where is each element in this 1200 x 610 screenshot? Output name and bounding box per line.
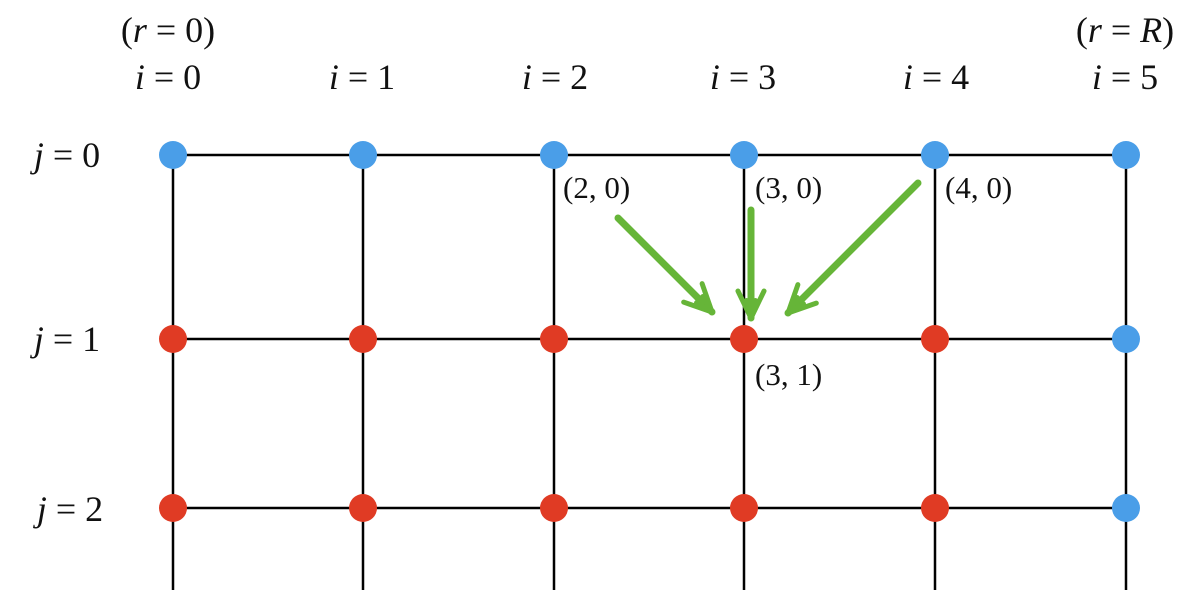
node-interior-0-2 <box>159 494 187 522</box>
row-label-j1: j = 1 <box>30 319 100 359</box>
node-boundary-1-0 <box>349 141 377 169</box>
point-label-3-0: (3, 0) <box>755 170 822 205</box>
column-label-i0: i = 0 <box>135 57 201 97</box>
point-label-2-0: (2, 0) <box>563 170 630 205</box>
node-boundary-4-0 <box>921 141 949 169</box>
point-label-3-1: (3, 1) <box>755 357 822 392</box>
grid-nodes <box>159 141 1140 522</box>
column-label-i2: i = 2 <box>522 57 588 97</box>
node-interior-2-1 <box>540 325 568 353</box>
node-interior-2-2 <box>540 494 568 522</box>
node-boundary-5-1 <box>1112 325 1140 353</box>
node-interior-3-2 <box>730 494 758 522</box>
stencil-arrow-4-0-to-3-1 <box>784 179 922 317</box>
boundary-label-left: (r = 0) <box>121 10 215 50</box>
column-label-i3: i = 3 <box>710 57 776 97</box>
grid-lines <box>171 153 1128 590</box>
node-boundary-5-2 <box>1112 494 1140 522</box>
point-label-4-0: (4, 0) <box>945 170 1012 205</box>
node-boundary-3-0 <box>730 141 758 169</box>
row-label-j0: j = 0 <box>30 135 100 175</box>
node-interior-4-2 <box>921 494 949 522</box>
column-label-i5: i = 5 <box>1092 57 1158 97</box>
column-label-i1: i = 1 <box>329 57 395 97</box>
column-label-i4: i = 4 <box>903 57 969 97</box>
node-interior-4-1 <box>921 325 949 353</box>
stencil-arrow-3-0-to-3-1 <box>735 206 767 322</box>
node-boundary-0-0 <box>159 141 187 169</box>
row-label-j2: j = 2 <box>33 489 103 529</box>
node-boundary-2-0 <box>540 141 568 169</box>
node-interior-1-2 <box>349 494 377 522</box>
stencil-arrow-2-0-to-3-1 <box>614 214 716 316</box>
node-interior-3-1 <box>730 325 758 353</box>
node-interior-1-1 <box>349 325 377 353</box>
node-boundary-5-0 <box>1112 141 1140 169</box>
boundary-label-right: (r = R) <box>1076 10 1174 50</box>
node-interior-0-1 <box>159 325 187 353</box>
stencil-arrows <box>614 179 922 322</box>
